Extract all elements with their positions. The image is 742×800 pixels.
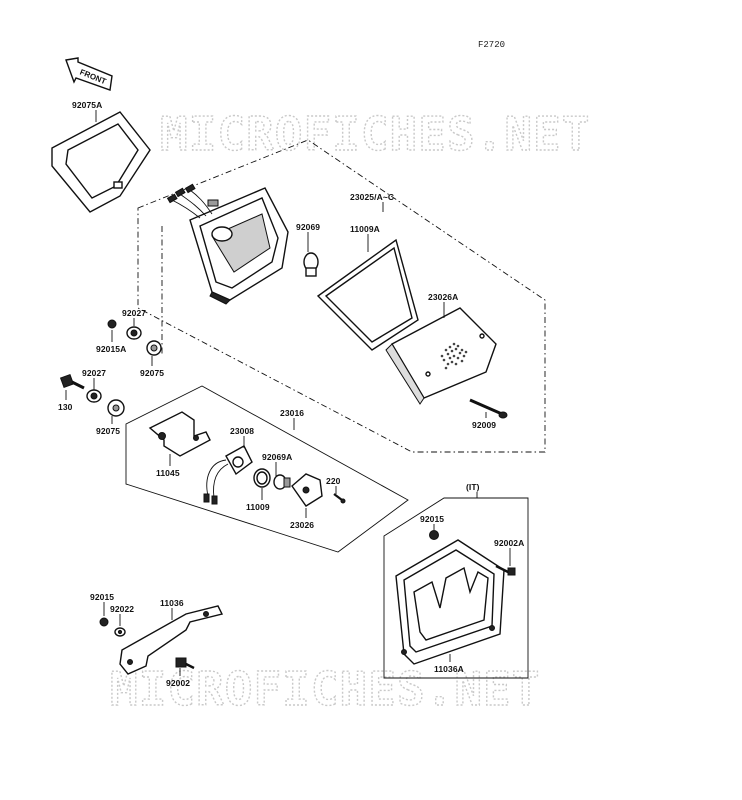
bulb-92069-icon <box>303 252 319 277</box>
screw-92009-icon <box>469 398 508 419</box>
part-label-92075c: 92075 <box>96 426 120 436</box>
screw-220-icon <box>333 493 346 504</box>
part-label-11036: 11036 <box>160 598 184 608</box>
part-label-92069: 92069 <box>296 222 320 232</box>
part-label-92075a: 92075A <box>72 100 102 110</box>
part-label-92022: 92022 <box>110 604 134 614</box>
watermark-top: MICROFICHES.NET <box>160 107 590 161</box>
region-label-it: (IT) <box>466 482 480 492</box>
nut-92015a-icon <box>107 319 117 329</box>
washer-92027b-icon <box>86 389 102 403</box>
part-label-23026: 23026 <box>290 520 314 530</box>
front-arrow-icon: FRONT <box>65 57 113 91</box>
part-label-23026a: 23026A <box>428 292 458 302</box>
part-label-11045: 11045 <box>156 468 180 478</box>
enclosure-it <box>383 497 529 679</box>
part-label-11036a: 11036A <box>434 664 464 674</box>
leader-lines <box>65 110 511 676</box>
part-label-92009: 92009 <box>472 420 496 430</box>
enclosure-23025 <box>137 139 546 453</box>
lens-23026 <box>291 473 323 507</box>
part-label-92002a: 92002A <box>494 538 524 548</box>
part-label-11009a: 11009A <box>350 224 380 234</box>
washer-92027a-icon <box>126 326 142 340</box>
bolt-92002-icon <box>175 657 195 670</box>
enclosure-23016 <box>125 385 409 553</box>
part-label-23016: 23016 <box>280 408 304 418</box>
bolt-130-icon <box>59 373 85 390</box>
part-label-92015a: 92015A <box>96 344 126 354</box>
grommet-92075b-icon <box>146 340 162 356</box>
watermark-bottom: MICROFICHES.NET <box>110 662 540 716</box>
part-label-92015b: 92015 <box>420 514 444 524</box>
license-plate-holder-11036a <box>395 539 505 665</box>
part-label-11009: 11009 <box>246 502 270 512</box>
gasket-11009-icon <box>253 468 271 488</box>
bolt-92002a-icon <box>495 564 516 576</box>
tail-light-housing <box>166 183 289 305</box>
part-label-92069a: 92069A <box>262 452 292 462</box>
part-label-23008: 23008 <box>230 426 254 436</box>
lens-gasket-11009a <box>316 238 419 351</box>
part-label-92075b: 92075 <box>140 368 164 378</box>
part-label-92015c: 92015 <box>90 592 114 602</box>
nut-92015c-icon <box>99 617 109 627</box>
grommet-92075c-icon <box>107 399 125 417</box>
washer-92022-icon <box>114 627 126 637</box>
part-label-92002: 92002 <box>166 678 190 688</box>
gasket-plate-92075a <box>51 111 151 213</box>
part-label-130: 130 <box>58 402 73 412</box>
part-label-92027b: 92027 <box>82 368 106 378</box>
bracket-11036 <box>119 605 224 675</box>
bracket-11045 <box>148 411 211 457</box>
bulb-92069a-icon <box>273 474 291 490</box>
part-label-220: 220 <box>326 476 341 486</box>
nut-92015b-icon <box>429 530 439 540</box>
figure-number: F2720 <box>478 40 505 50</box>
part-label-92027a: 92027 <box>122 308 146 318</box>
part-label-23025: 23025/A~C <box>350 192 394 202</box>
lens-23026a <box>385 307 497 405</box>
socket-23008 <box>203 445 253 505</box>
